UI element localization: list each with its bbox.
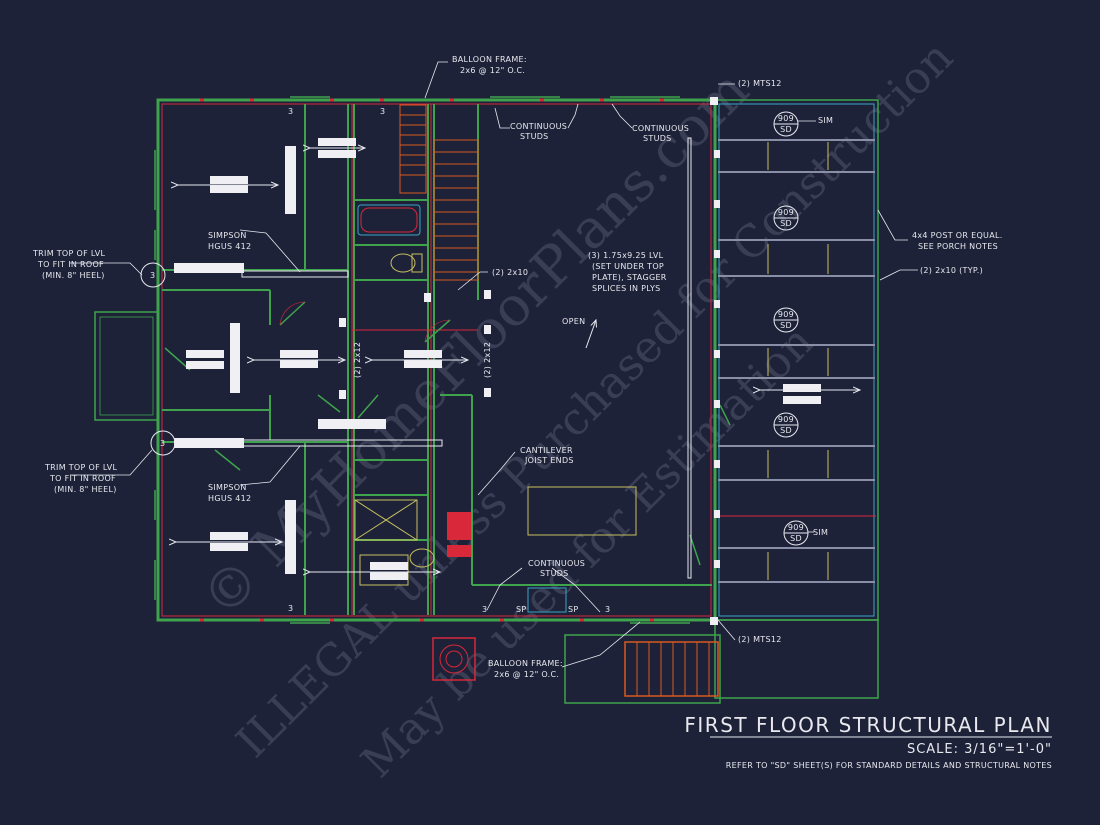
note-balloon-top-2: 2x6 @ 12" O.C. [460,66,525,75]
note-2x12-a: (2) 2x12 [353,342,362,378]
note-sp2: SP [568,605,579,614]
note-simpson-1b: HGUS 412 [208,242,251,251]
detail-bubble-4[interactable]: 909 SD [773,412,799,438]
note-2x10-typ: (2) 2x10 (TYP.) [920,266,983,275]
note-cont-studs-2b: STUDS [643,134,672,143]
front-steps [432,634,721,704]
note-open: OPEN [562,317,585,326]
leaders [70,61,918,668]
svg-text:909: 909 [778,310,794,319]
note-2x12-b: (2) 2x12 [483,342,492,378]
note-post-b: SEE PORCH NOTES [918,242,998,251]
posts [339,97,720,625]
annotations: BALLOON FRAME: 2x6 @ 12" O.C. (2) MTS12 … [32,55,1003,679]
title-block: FIRST FLOOR STRUCTURAL PLAN SCALE: 3/16"… [684,713,1052,770]
svg-text:909: 909 [778,208,794,217]
note-simpson-2a: SIMPSON [208,483,247,492]
note-lvl-c: PLATE), STAGGER [592,273,667,282]
note-cont-studs-1a: CONTINUOUS [510,122,567,131]
svg-text:909: 909 [778,415,794,424]
note-lvl-d: SPLICES IN PLYS [592,284,661,293]
note-lvl-a: (3) 1.75x9.25 LVL [588,251,664,260]
beams [174,137,821,580]
note-cont-studs-2a: CONTINUOUS [632,124,689,133]
note-balloon-bot-2: 2x6 @ 12" O.C. [494,670,559,679]
door-swings [164,301,731,566]
note-balloon-bot-1: BALLOON FRAME: [488,659,563,668]
sheet-title: FIRST FLOOR STRUCTURAL PLAN [684,713,1052,737]
note-2x10: (2) 2x10 [492,268,528,277]
note-simpson-2b: HGUS 412 [208,494,251,503]
note-mtsi-bot: (2) MTS12 [738,635,782,644]
svg-text:SD: SD [780,219,792,228]
fixtures [354,204,637,613]
porch [714,99,879,699]
detail-bubble-1[interactable]: 909 SD [773,111,799,137]
detail-bubble-3[interactable]: 909 SD [773,307,799,333]
note-trim-2a: TRIM TOP OF LVL [44,463,117,472]
note-cont-studs-3a: CONTINUOUS [528,559,585,568]
svg-text:3: 3 [605,605,610,614]
bay-bumpout [94,311,159,421]
detail-bubbles: 909 SD 909 SD 909 SD 909 SD 909 SD [773,111,809,546]
note-sim2: SIM [813,528,828,537]
svg-text:3: 3 [380,107,385,116]
svg-text:SD: SD [790,534,802,543]
svg-text:3: 3 [288,604,293,613]
note-cont-studs-3b: STUDS [540,569,569,578]
note-post-a: 4x4 POST OR EQUAL. [912,231,1003,240]
note-trim-1b: TO FIT IN ROOF [37,260,104,269]
detail-bubble-2[interactable]: 909 SD [773,205,799,231]
svg-text:SD: SD [780,426,792,435]
svg-text:909: 909 [788,523,804,532]
note-sim1: SIM [818,116,833,125]
note-mtsi-top: (2) MTS12 [738,79,782,88]
sheet-scale: SCALE: 3/16"=1'-0" [907,742,1052,757]
note-trim-2b: TO FIT IN ROOF [49,474,116,483]
interior-stair [399,104,479,281]
note-balloon-top-1: BALLOON FRAME: [452,55,527,64]
note-cantilever-b: JOIST ENDS [524,456,574,465]
svg-text:3: 3 [288,107,293,116]
note-trim-2c: (MIN. 8" HEEL) [54,485,117,494]
svg-text:3: 3 [482,605,487,614]
svg-text:909: 909 [778,114,794,123]
svg-text:SD: SD [780,125,792,134]
svg-text:SD: SD [780,321,792,330]
svg-text:3: 3 [150,271,155,280]
svg-text:3: 3 [160,439,165,448]
note-cont-studs-1b: STUDS [520,132,549,141]
note-cantilever-a: CANTILEVER [520,446,573,455]
note-lvl-b: (SET UNDER TOP [592,262,664,271]
detail-bubble-5[interactable]: 909 SD [783,520,809,546]
note-trim-1a: TRIM TOP OF LVL [32,249,105,258]
note-trim-1c: (MIN. 8" HEEL) [42,271,105,280]
note-simpson-1a: SIMPSON [208,231,247,240]
note-sp1: SP [516,605,527,614]
sheet-note: REFER TO "SD" SHEET(S) FOR STANDARD DETA… [726,761,1052,770]
